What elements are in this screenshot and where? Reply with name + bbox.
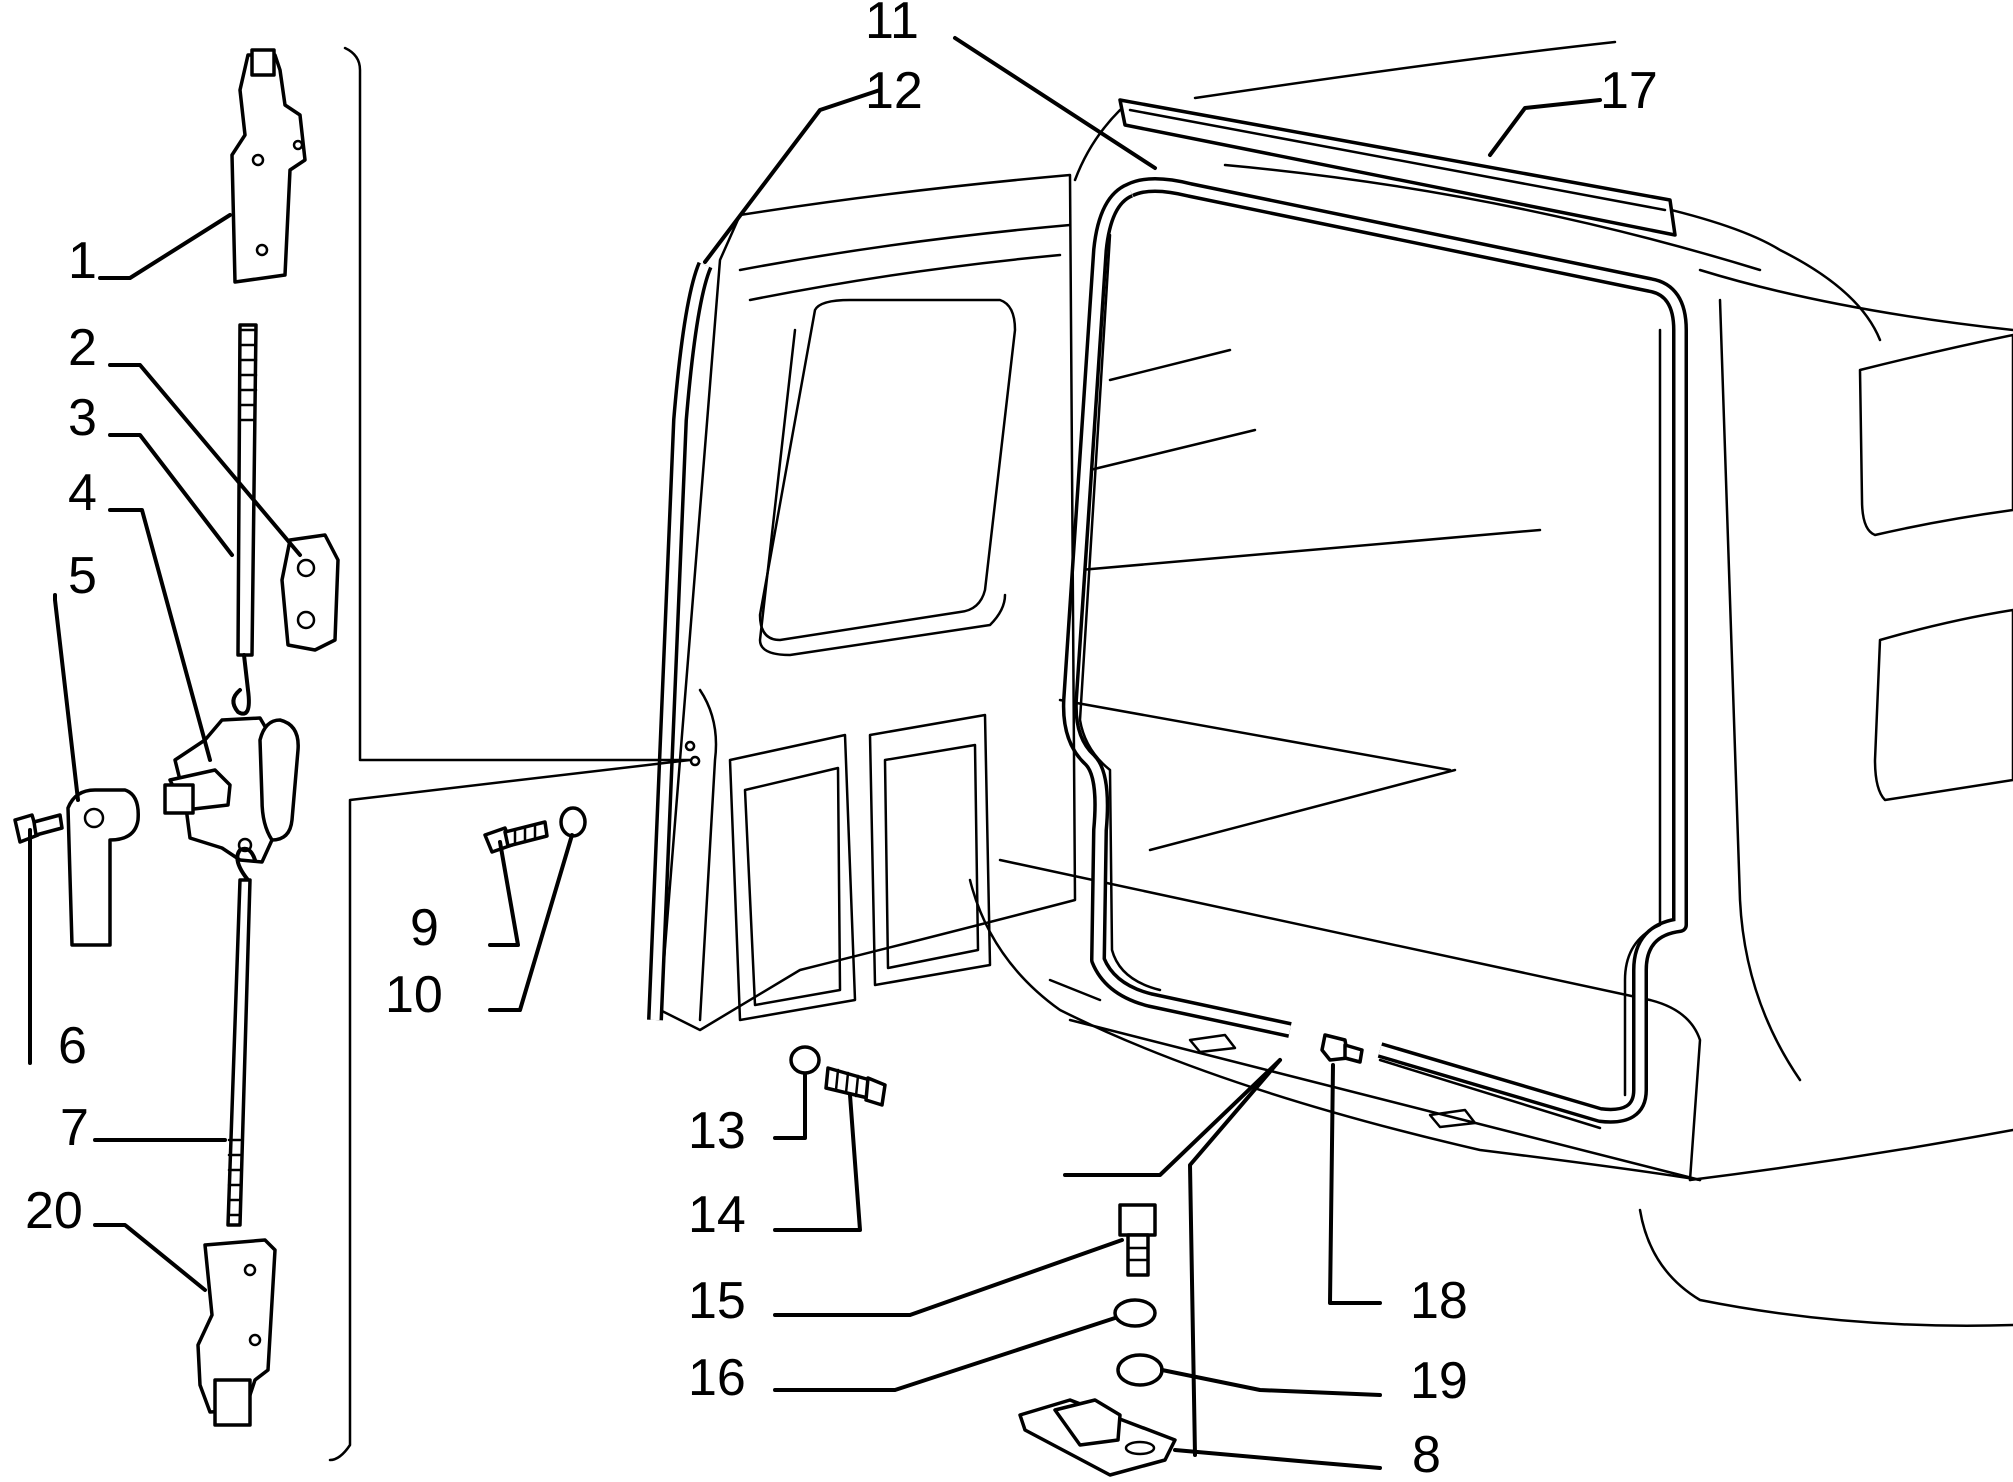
callout-6: 6 xyxy=(58,1017,87,1075)
callout-8: 8 xyxy=(1412,1426,1441,1482)
callout-17: 17 xyxy=(1600,62,1658,120)
rear-door-panel xyxy=(658,173,1077,1032)
bolt-14-part xyxy=(824,1066,887,1107)
callout-14: 14 xyxy=(688,1186,746,1244)
callout-18: 18 xyxy=(1410,1272,1468,1330)
roof-seal-strip xyxy=(1118,98,1677,237)
upper-lock-part xyxy=(230,48,307,284)
callout-15: 15 xyxy=(688,1272,746,1330)
striker-plate-part xyxy=(1018,1398,1177,1477)
callout-19: 19 xyxy=(1410,1352,1468,1410)
callout-13: 13 xyxy=(688,1102,746,1160)
callout-labels: 1 2 3 4 5 6 7 20 9 10 11 12 17 13 14 15 … xyxy=(25,0,1658,1482)
bolt-9-part xyxy=(483,820,549,854)
upper-rod-part xyxy=(231,323,258,716)
pin-18-part xyxy=(1320,1033,1364,1064)
callout-5: 5 xyxy=(68,547,97,605)
callout-11: 11 xyxy=(865,0,919,50)
lower-lock-part xyxy=(196,1238,277,1427)
screw-6-part xyxy=(13,813,64,844)
van-body-outline xyxy=(968,40,2013,1327)
washer-19-part xyxy=(1116,1353,1164,1387)
callout-20: 20 xyxy=(25,1182,83,1240)
callout-2: 2 xyxy=(68,319,97,377)
lower-rod-part xyxy=(226,846,257,1227)
lock-body-part xyxy=(163,716,300,864)
lever-part xyxy=(66,788,140,947)
rod-guide-line xyxy=(328,46,692,1462)
washer-13-part xyxy=(789,1045,821,1075)
callout-9: 9 xyxy=(410,899,439,957)
leader-lines xyxy=(28,36,1602,1470)
callout-3: 3 xyxy=(68,389,97,447)
door-opening-seal xyxy=(1061,177,1688,1130)
callout-16: 16 xyxy=(688,1349,746,1407)
washer-10-part xyxy=(559,806,587,838)
door-lock-holes xyxy=(684,740,701,767)
callout-10: 10 xyxy=(385,966,443,1024)
door-edge-seal xyxy=(647,261,713,1021)
callout-4: 4 xyxy=(68,464,97,522)
bolt-15-part xyxy=(1118,1203,1157,1277)
callout-1: 1 xyxy=(68,232,97,290)
callout-12: 12 xyxy=(865,62,923,120)
spring-washer-16-part xyxy=(1113,1298,1157,1328)
plate-part xyxy=(280,533,340,652)
callout-7: 7 xyxy=(60,1099,89,1157)
